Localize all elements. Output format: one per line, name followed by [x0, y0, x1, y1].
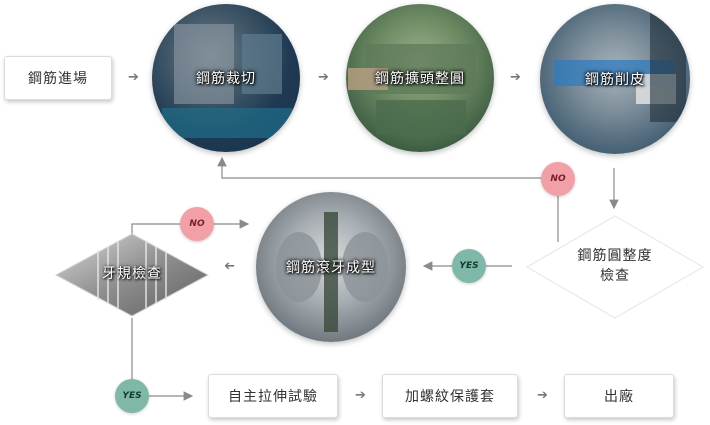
- step-add-thread-sleeve: 加螺紋保護套: [382, 374, 518, 418]
- step-add-thread-sleeve-label: 加螺紋保護套: [405, 389, 495, 405]
- photo-rebar-upsetting: 鋼筋擴頭整圓: [346, 4, 494, 152]
- decision-round-check-diamond: [526, 215, 704, 319]
- step-rebar-arrival: 鋼筋進場: [4, 56, 112, 100]
- photo-rebar-cutting: 鋼筋裁切: [152, 4, 300, 152]
- no-loop-to-cut-line: [217, 156, 559, 242]
- photo-rebar-peeling-caption: 鋼筋削皮: [585, 72, 645, 88]
- arrow-right-icon: ➔: [318, 70, 329, 85]
- step-self-tensile-test-label: 自主拉伸試驗: [228, 389, 318, 405]
- photo-rebar-peeling: 鋼筋削皮: [540, 4, 690, 154]
- decision-no-badge-round: NO: [541, 162, 575, 196]
- decision-round-check-label: 鋼筋圓整度 檢查: [560, 246, 670, 286]
- arrow-right-icon: ➔: [510, 70, 521, 85]
- arrow-right-icon: ➔: [537, 388, 548, 403]
- decision-round-check-line2: 檢查: [600, 268, 630, 284]
- step-ship-out: 出廠: [564, 374, 674, 418]
- arrow-right-icon: ➔: [355, 388, 366, 403]
- photo-rebar-cutting-caption: 鋼筋裁切: [196, 71, 256, 87]
- arrow-right-icon: ➔: [128, 70, 139, 85]
- photo-thread-rolling: 鋼筋滾牙成型: [256, 192, 406, 342]
- decision-thread-gauge-diamond: [54, 233, 210, 317]
- step-ship-out-label: 出廠: [604, 389, 634, 405]
- decision-thread-gauge-label: 牙規檢查: [102, 266, 162, 282]
- decision-no-badge-thread: NO: [180, 207, 214, 241]
- arrow-left-icon: ➔: [224, 259, 235, 274]
- step-rebar-arrival-label: 鋼筋進場: [28, 71, 88, 87]
- step-self-tensile-test: 自主拉伸試驗: [208, 374, 338, 418]
- decision-yes-badge-round: YES: [452, 249, 486, 283]
- photo-thread-rolling-caption: 鋼筋滾牙成型: [286, 260, 376, 276]
- photo-rebar-upsetting-caption: 鋼筋擴頭整圓: [375, 71, 465, 87]
- decision-yes-badge-thread: YES: [115, 379, 149, 413]
- decision-round-check-line1: 鋼筋圓整度: [577, 248, 653, 264]
